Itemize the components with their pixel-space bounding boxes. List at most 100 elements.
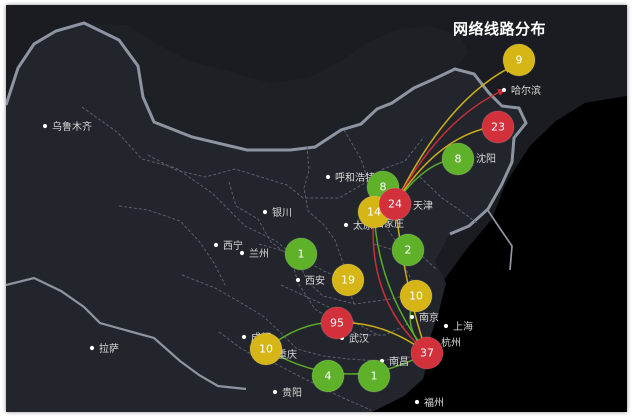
status-bubble-5[interactable]: 24: [378, 187, 412, 221]
map-title: 网络线路分布: [453, 20, 547, 38]
status-count: 37: [420, 347, 434, 360]
city-labels-layer: 乌鲁木齐呼和浩特哈尔滨银川西宁兰州西安太原石家庄天津沈阳成都重庆武汉南京上海杭州…: [42, 84, 541, 409]
city-name: 呼和浩特: [335, 172, 375, 184]
city-dot-icon: [409, 314, 415, 320]
status-count: 8: [455, 153, 462, 166]
city-dot-icon: [89, 345, 95, 351]
city-label-0: 乌鲁木齐: [42, 120, 92, 133]
status-circle: [502, 43, 536, 77]
city-dot-icon: [501, 87, 507, 93]
city-name: 拉萨: [99, 342, 119, 355]
status-count: 1: [298, 248, 305, 261]
status-count: 1: [371, 370, 378, 383]
status-bubble-0[interactable]: 9: [502, 43, 536, 77]
city-name: 武汉: [349, 332, 369, 345]
city-name: 南昌: [389, 355, 409, 368]
city-label-2: 哈尔滨: [501, 84, 541, 97]
city-label-20: 福州: [414, 396, 444, 409]
china-network-map[interactable]: 乌鲁木齐呼和浩特哈尔滨银川西宁兰州西安太原石家庄天津沈阳成都重庆武汉南京上海杭州…: [6, 5, 627, 412]
city-label-19: 贵阳: [272, 386, 302, 399]
base-map: [6, 5, 627, 412]
city-label-4: 西宁: [213, 239, 243, 252]
map-panel: 乌鲁木齐呼和浩特哈尔滨银川西宁兰州西安太原石家庄天津沈阳成都重庆武汉南京上海杭州…: [6, 5, 627, 412]
status-circle: [311, 359, 345, 393]
city-label-5: 兰州: [239, 247, 269, 260]
city-label-1: 呼和浩特: [325, 172, 375, 184]
mongolia-region: [84, 23, 468, 150]
status-bubble-11[interactable]: 10: [249, 332, 283, 366]
status-count: 8: [380, 181, 387, 194]
city-name: 南京: [419, 311, 439, 324]
route-6: [372, 211, 429, 354]
city-label-18: 拉萨: [89, 342, 119, 355]
status-count: 24: [388, 198, 402, 211]
status-bubble-2[interactable]: 8: [441, 142, 475, 176]
city-dot-icon: [443, 323, 449, 329]
status-bubble-1[interactable]: 23: [481, 110, 515, 144]
city-label-3: 银川: [262, 206, 292, 219]
status-bubble-9[interactable]: 10: [399, 279, 433, 313]
province-borders: [81, 106, 478, 411]
city-dot-icon: [262, 209, 268, 215]
city-name: 西宁: [223, 239, 243, 252]
status-circle: [331, 263, 365, 297]
city-dot-icon: [239, 250, 245, 256]
city-name: 贵阳: [282, 386, 302, 399]
route-9: [265, 348, 429, 375]
status-bubble-6[interactable]: 1: [284, 237, 318, 271]
city-label-15: 上海: [443, 320, 473, 333]
bubbles-layer: 9 23 8 8 14 24 1 2 19 10 95 10 37 4 1: [249, 43, 536, 393]
status-circle: [481, 110, 515, 144]
status-bubble-13[interactable]: 4: [311, 359, 345, 393]
status-count: 2: [405, 244, 412, 257]
city-label-14: 南京: [409, 311, 439, 324]
city-dot-icon: [414, 399, 420, 405]
status-bubble-14[interactable]: 1: [357, 359, 391, 393]
status-bubble-7[interactable]: 2: [391, 233, 425, 267]
status-circle: [378, 187, 412, 221]
city-name: 沈阳: [476, 152, 496, 165]
status-bubble-10[interactable]: 95: [320, 306, 354, 340]
city-name: 重庆: [277, 348, 297, 361]
city-name: 福州: [424, 396, 444, 409]
status-circle: [320, 306, 354, 340]
city-name: 银川: [272, 206, 292, 219]
city-name: 杭州: [441, 336, 461, 349]
status-count: 10: [409, 290, 423, 303]
city-dot-icon: [295, 277, 301, 283]
status-count: 95: [330, 317, 344, 330]
status-circle: [410, 336, 444, 370]
status-circle: [441, 142, 475, 176]
status-circle: [357, 359, 391, 393]
status-circle: [249, 332, 283, 366]
western-national-border: [6, 276, 247, 391]
status-bubble-12[interactable]: 37: [410, 336, 444, 370]
city-dot-icon: [325, 174, 331, 180]
route-1: [394, 89, 506, 205]
city-name: 天津: [413, 200, 433, 212]
status-bubble-8[interactable]: 19: [331, 263, 365, 297]
status-count: 14: [367, 206, 381, 219]
route-2: [394, 124, 493, 205]
korea-border: [486, 208, 513, 271]
status-circle: [391, 233, 425, 267]
status-circle: [284, 237, 318, 271]
status-count: 23: [491, 121, 505, 134]
city-dot-icon: [213, 242, 219, 248]
status-count: 19: [341, 274, 355, 287]
sea-area: [372, 96, 627, 412]
city-name: 西安: [305, 274, 325, 287]
route-0: [394, 66, 513, 205]
city-name: 兰州: [249, 247, 269, 260]
city-name: 上海: [453, 320, 473, 333]
status-circle: [399, 279, 433, 313]
city-label-6: 西安: [295, 274, 325, 287]
city-name: 乌鲁木齐: [52, 120, 92, 133]
city-dot-icon: [241, 334, 247, 340]
status-count: 9: [516, 54, 523, 67]
status-count: 10: [259, 343, 273, 356]
china-land: [6, 23, 526, 412]
city-name: 哈尔滨: [511, 84, 541, 97]
city-dot-icon: [42, 123, 48, 129]
north-national-border: [6, 21, 528, 236]
